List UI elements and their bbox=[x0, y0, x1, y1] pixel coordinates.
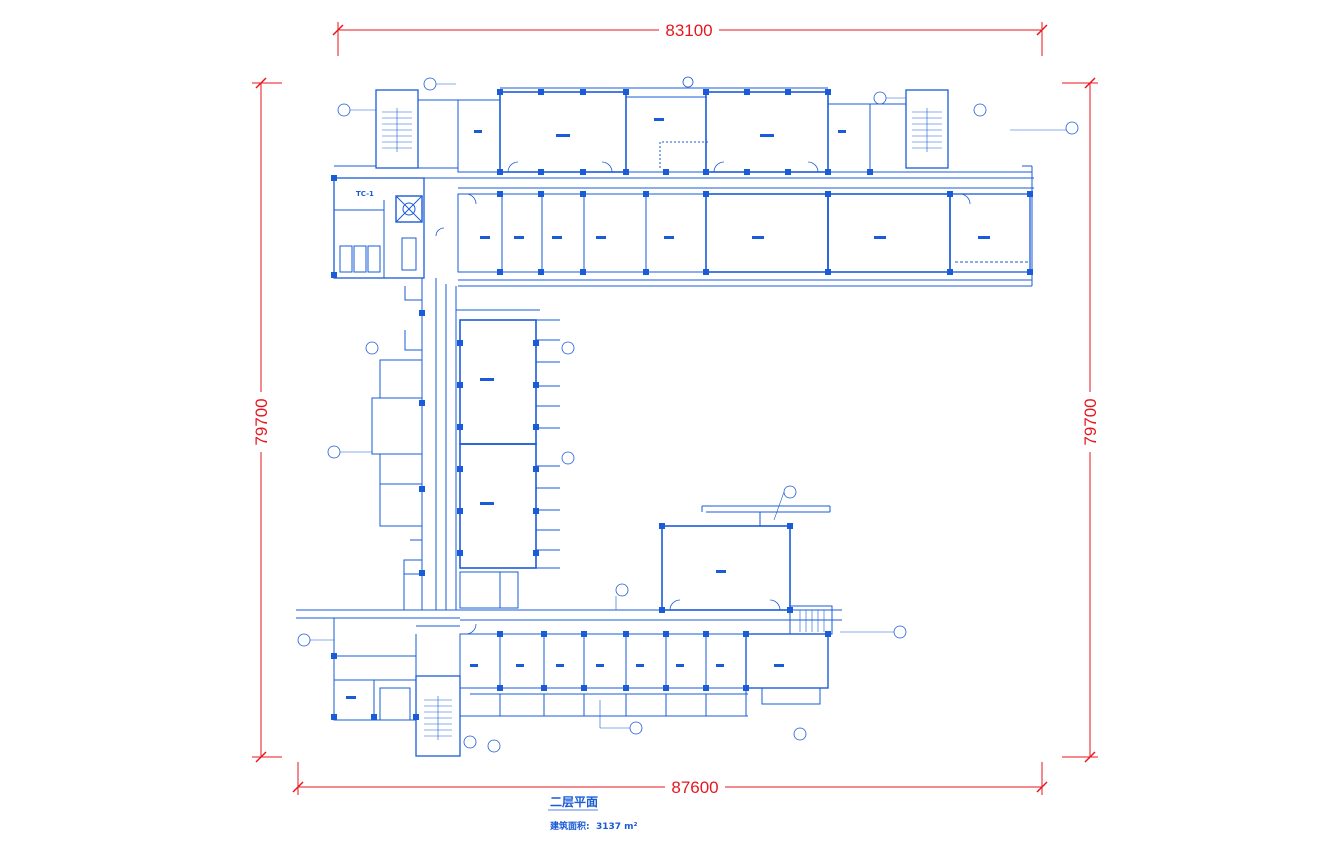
dimension-bottom-label: 87600 bbox=[671, 778, 718, 797]
building-walls bbox=[296, 87, 1034, 757]
room-tags bbox=[346, 118, 990, 699]
dimension-left-label: 79700 bbox=[252, 398, 271, 445]
grid-marker-label: TC-1 bbox=[356, 190, 374, 198]
structural-columns bbox=[331, 89, 1033, 720]
building-area-value: 3137 m² bbox=[596, 822, 638, 832]
dimension-top-label: 83100 bbox=[665, 21, 712, 40]
floor-title: 二层平面 bbox=[550, 795, 598, 809]
dimension-lines bbox=[252, 22, 1098, 795]
annotation-leaders bbox=[310, 83, 1066, 729]
dimension-right-label: 79700 bbox=[1081, 398, 1100, 445]
building-area-label: 建筑面积: bbox=[550, 820, 590, 832]
door-swings bbox=[435, 161, 971, 635]
